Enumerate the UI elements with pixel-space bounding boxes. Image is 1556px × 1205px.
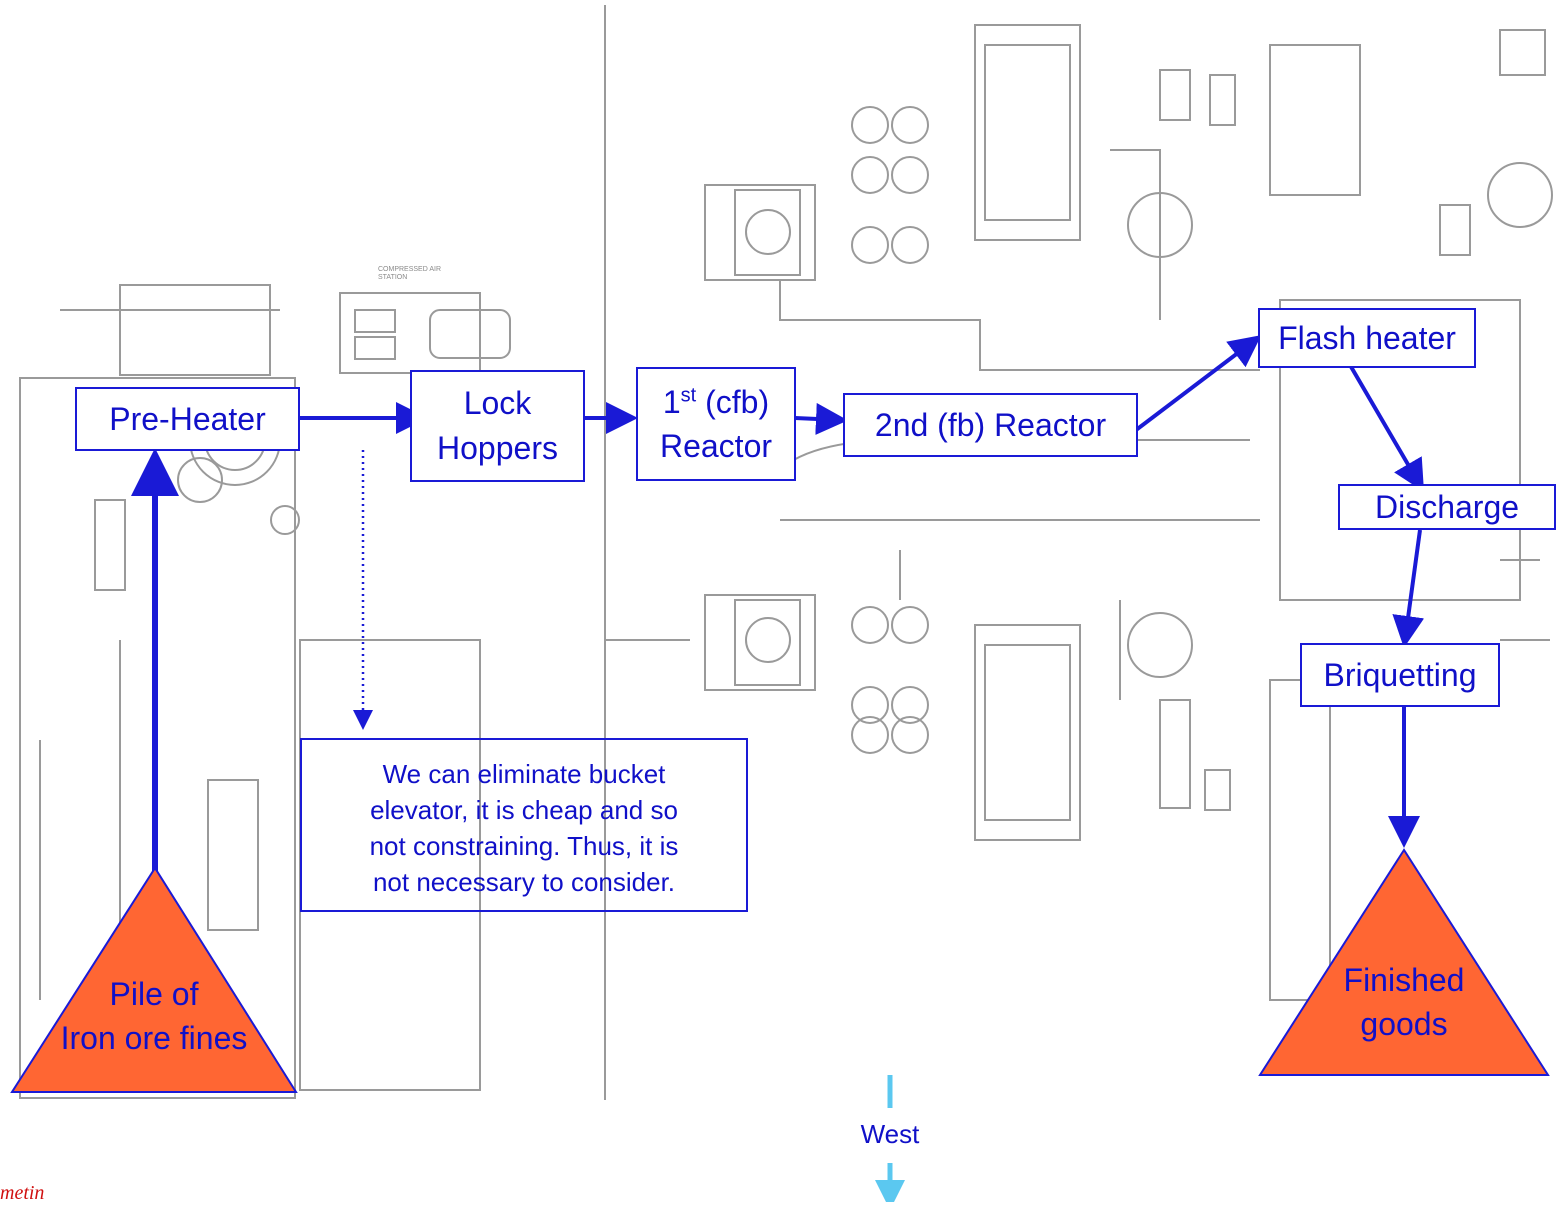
lock-hoppers-box: Lock Hoppers — [410, 370, 585, 482]
discharge-box: Discharge — [1338, 484, 1556, 530]
lock-hoppers-line2: Hoppers — [437, 426, 558, 471]
compass-west-label: West — [858, 1119, 922, 1150]
preheater-box: Pre-Heater — [75, 387, 300, 451]
output-pile-line2: goods — [1260, 1002, 1548, 1046]
flash-heater-box: Flash heater — [1258, 308, 1476, 368]
reactor1-line1: 1st (cfb) — [663, 380, 769, 424]
briquetting-box: Briquetting — [1300, 643, 1500, 707]
reactor2-box: 2nd (fb) Reactor — [843, 393, 1138, 457]
arrow-flash-to-discharge — [1350, 365, 1420, 485]
flash-heater-label: Flash heater — [1278, 316, 1456, 361]
reactor1-box: 1st (cfb) Reactor — [636, 367, 796, 481]
note-line-1: We can eliminate bucket — [302, 756, 746, 792]
output-pile-line1: Finished — [1260, 958, 1548, 1002]
bucket-elevator-note: We can eliminate bucket elevator, it is … — [300, 738, 748, 912]
input-pile-line2: Iron ore fines — [12, 1016, 296, 1060]
note-line-3: not constraining. Thus, it is — [302, 828, 746, 864]
reactor2-label: 2nd (fb) Reactor — [875, 403, 1106, 448]
note-line-2: elevator, it is cheap and so — [302, 792, 746, 828]
input-pile-label: Pile of Iron ore fines — [12, 972, 296, 1060]
reactor1-line2: Reactor — [660, 424, 772, 468]
note-line-4: not necessary to consider. — [302, 864, 746, 900]
arrow-reactor1-to-reactor2 — [795, 418, 840, 420]
output-pile-label: Finished goods — [1260, 958, 1548, 1046]
arrow-discharge-to-briquetting — [1405, 530, 1420, 640]
arrow-reactor2-to-flash — [1136, 340, 1255, 430]
discharge-label: Discharge — [1375, 485, 1519, 530]
preheater-label: Pre-Heater — [109, 397, 266, 442]
lock-hoppers-line1: Lock — [464, 381, 532, 426]
input-pile-line1: Pile of — [12, 972, 296, 1016]
briquetting-label: Briquetting — [1324, 653, 1477, 698]
